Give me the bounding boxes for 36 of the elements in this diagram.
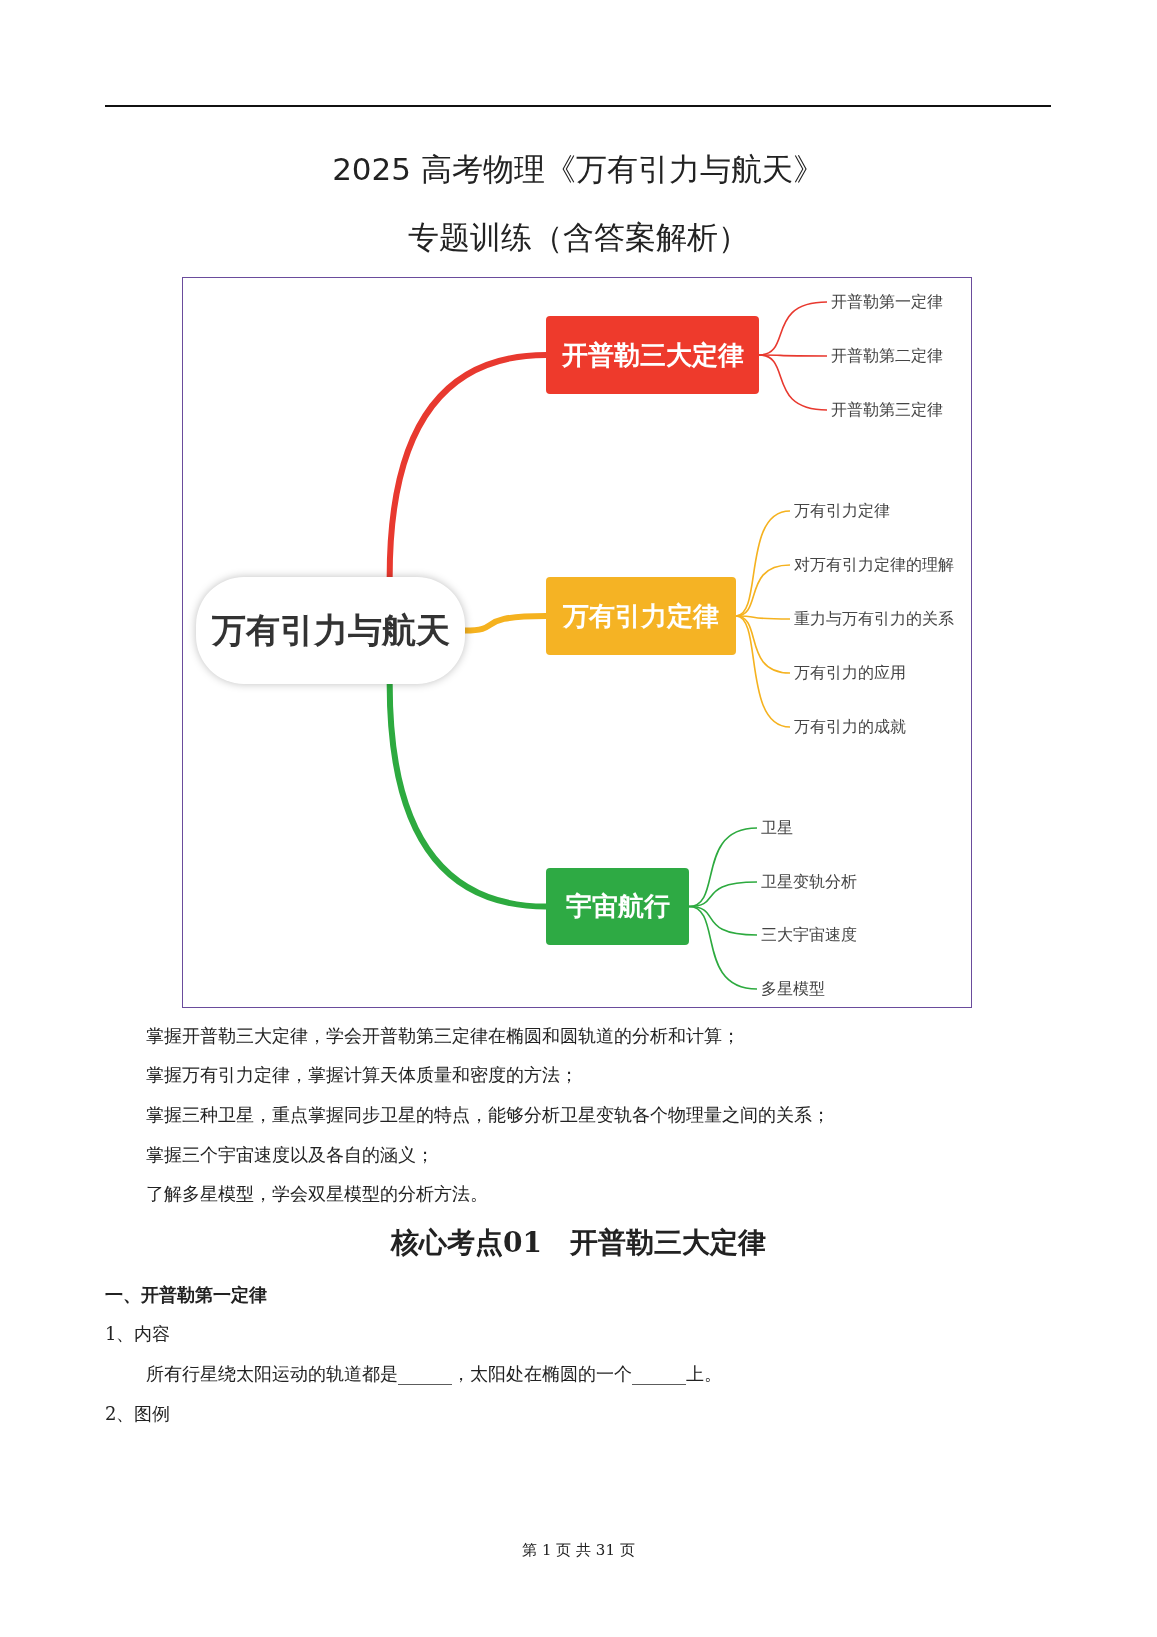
branch-line — [688, 905, 758, 990]
page-number: 第 1 页 共 31 页 — [522, 1541, 635, 1559]
subtopic-text: 重力与万有引力的关系 — [790, 604, 960, 634]
subtopic-text: 万有引力的成就 — [790, 712, 960, 742]
branch-line — [735, 615, 791, 674]
item-heading: 1、内容 — [105, 1323, 171, 1344]
subtopic-text: 卫星 — [757, 813, 907, 843]
branch-line — [688, 827, 758, 908]
item-heading: 2、图例 — [105, 1403, 171, 1424]
fill-in-sentence: 所有行星绕太阳运动的轨道都是______，太阳处在椭圆的一个______上。 — [146, 1363, 722, 1384]
page-title: 2025 高考物理《万有引力与航天》专题训练（含答案解析） — [331, 150, 825, 257]
branch-topic: 开普勒三大定律 — [546, 316, 759, 394]
subtopic-text: 卫星变轨分析 — [757, 867, 907, 897]
branch-line — [386, 683, 547, 910]
subtopic-text: 多星模型 — [757, 974, 907, 1004]
branch-line — [464, 613, 547, 634]
section-heading: 核心考点01 开普勒三大定律 — [391, 1226, 766, 1259]
branch-line — [735, 615, 791, 728]
subtopic-text: 开普勒第一定律 — [827, 287, 967, 317]
subtopic-text: 万有引力定律 — [790, 496, 960, 526]
subtopic-text: 开普勒第三定律 — [827, 395, 967, 425]
objective-text: 掌握三个宇宙速度以及各自的涵义； — [146, 1144, 434, 1165]
central-topic: 万有引力与航天 — [196, 577, 465, 684]
subtopic-text: 三大宇宙速度 — [757, 920, 907, 950]
subsection-heading: 一、开普勒第一定律 — [105, 1284, 267, 1305]
subtopic-text: 万有引力的应用 — [790, 658, 960, 688]
objective-text: 了解多星模型，学会双星模型的分析方法。 — [146, 1183, 488, 1204]
branch-line — [386, 352, 547, 578]
objective-text: 掌握开普勒三大定律，学会开普勒第三定律在椭圆和圆轨道的分析和计算； — [146, 1025, 740, 1046]
subtopic-text: 对万有引力定律的理解 — [790, 550, 960, 580]
branch-topic: 万有引力定律 — [546, 577, 736, 655]
subtopic-text: 开普勒第二定律 — [827, 341, 967, 371]
objective-text: 掌握万有引力定律，掌握计算天体质量和密度的方法； — [146, 1064, 578, 1085]
branch-topic: 宇宙航行 — [546, 868, 689, 945]
branch-line — [758, 354, 828, 411]
objective-text: 掌握三种卫星，重点掌握同步卫星的特点，能够分析卫星变轨各个物理量之间的关系； — [146, 1104, 830, 1125]
